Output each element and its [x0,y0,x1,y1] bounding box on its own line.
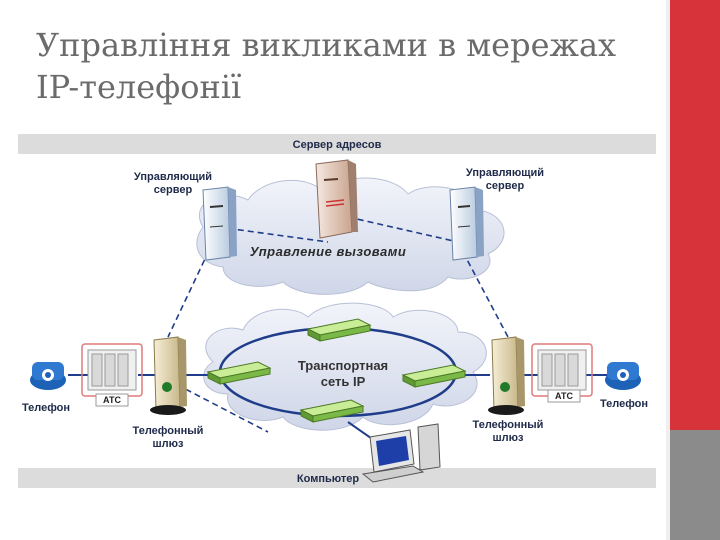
control-links [167,216,509,433]
gateway-left-icon [150,336,187,415]
phone-right-label: Телефон [600,398,648,410]
gateway-right-line2: шлюз [492,432,524,444]
top-bar [18,134,656,154]
control-server-right-line2: сервер [486,180,525,192]
gateway-right-line1: Телефонный [473,419,544,431]
phone-left-icon [30,362,66,390]
gateway-left-line1: Телефонный [133,425,204,437]
ip-switch-right [401,364,467,388]
phone-left-label: Телефон [22,402,70,414]
network-diagram: Сервер адресов Компьютер Управление вызо… [18,132,656,492]
sidebar-accent-strip [666,0,720,540]
control-server-right-icon [449,186,484,261]
gateway-right-icon [488,336,525,415]
ip-switch-left [206,361,272,385]
transport-network-line1: Транспортная [298,358,388,373]
slide-title: Управління викликами в мережах IP-телефо… [36,26,617,106]
pbx-right-icon [531,343,593,397]
control-server-left-line2: сервер [154,184,193,196]
address-server-label: Сервер адресов [293,139,382,151]
computer-icon [361,423,441,483]
ip-switch-top [306,318,372,342]
sidebar-gray-block [670,430,720,540]
control-server-left-line1: Управляющий [134,171,212,183]
pbx-right-tag [547,389,581,403]
address-server-icon [315,159,358,239]
pbx-right-label: АТС [555,391,574,401]
call-control-label: Управление вызовами [250,244,407,259]
pbx-left-icon [81,343,143,397]
sidebar-light-line [666,0,670,540]
computer-label: Компьютер [297,473,359,485]
control-server-left-icon [202,186,237,261]
call-control-cloud [196,177,505,295]
pbx-left-label: АТС [103,395,122,405]
transport-network-line2: сеть IP [321,374,366,389]
ip-switch-bottom [299,399,365,423]
control-server-right-line1: Управляющий [466,167,544,179]
gateway-left-line2: шлюз [152,438,184,450]
pbx-left-tag [95,393,129,407]
phone-right-icon [605,362,641,390]
bottom-bar [18,468,656,488]
